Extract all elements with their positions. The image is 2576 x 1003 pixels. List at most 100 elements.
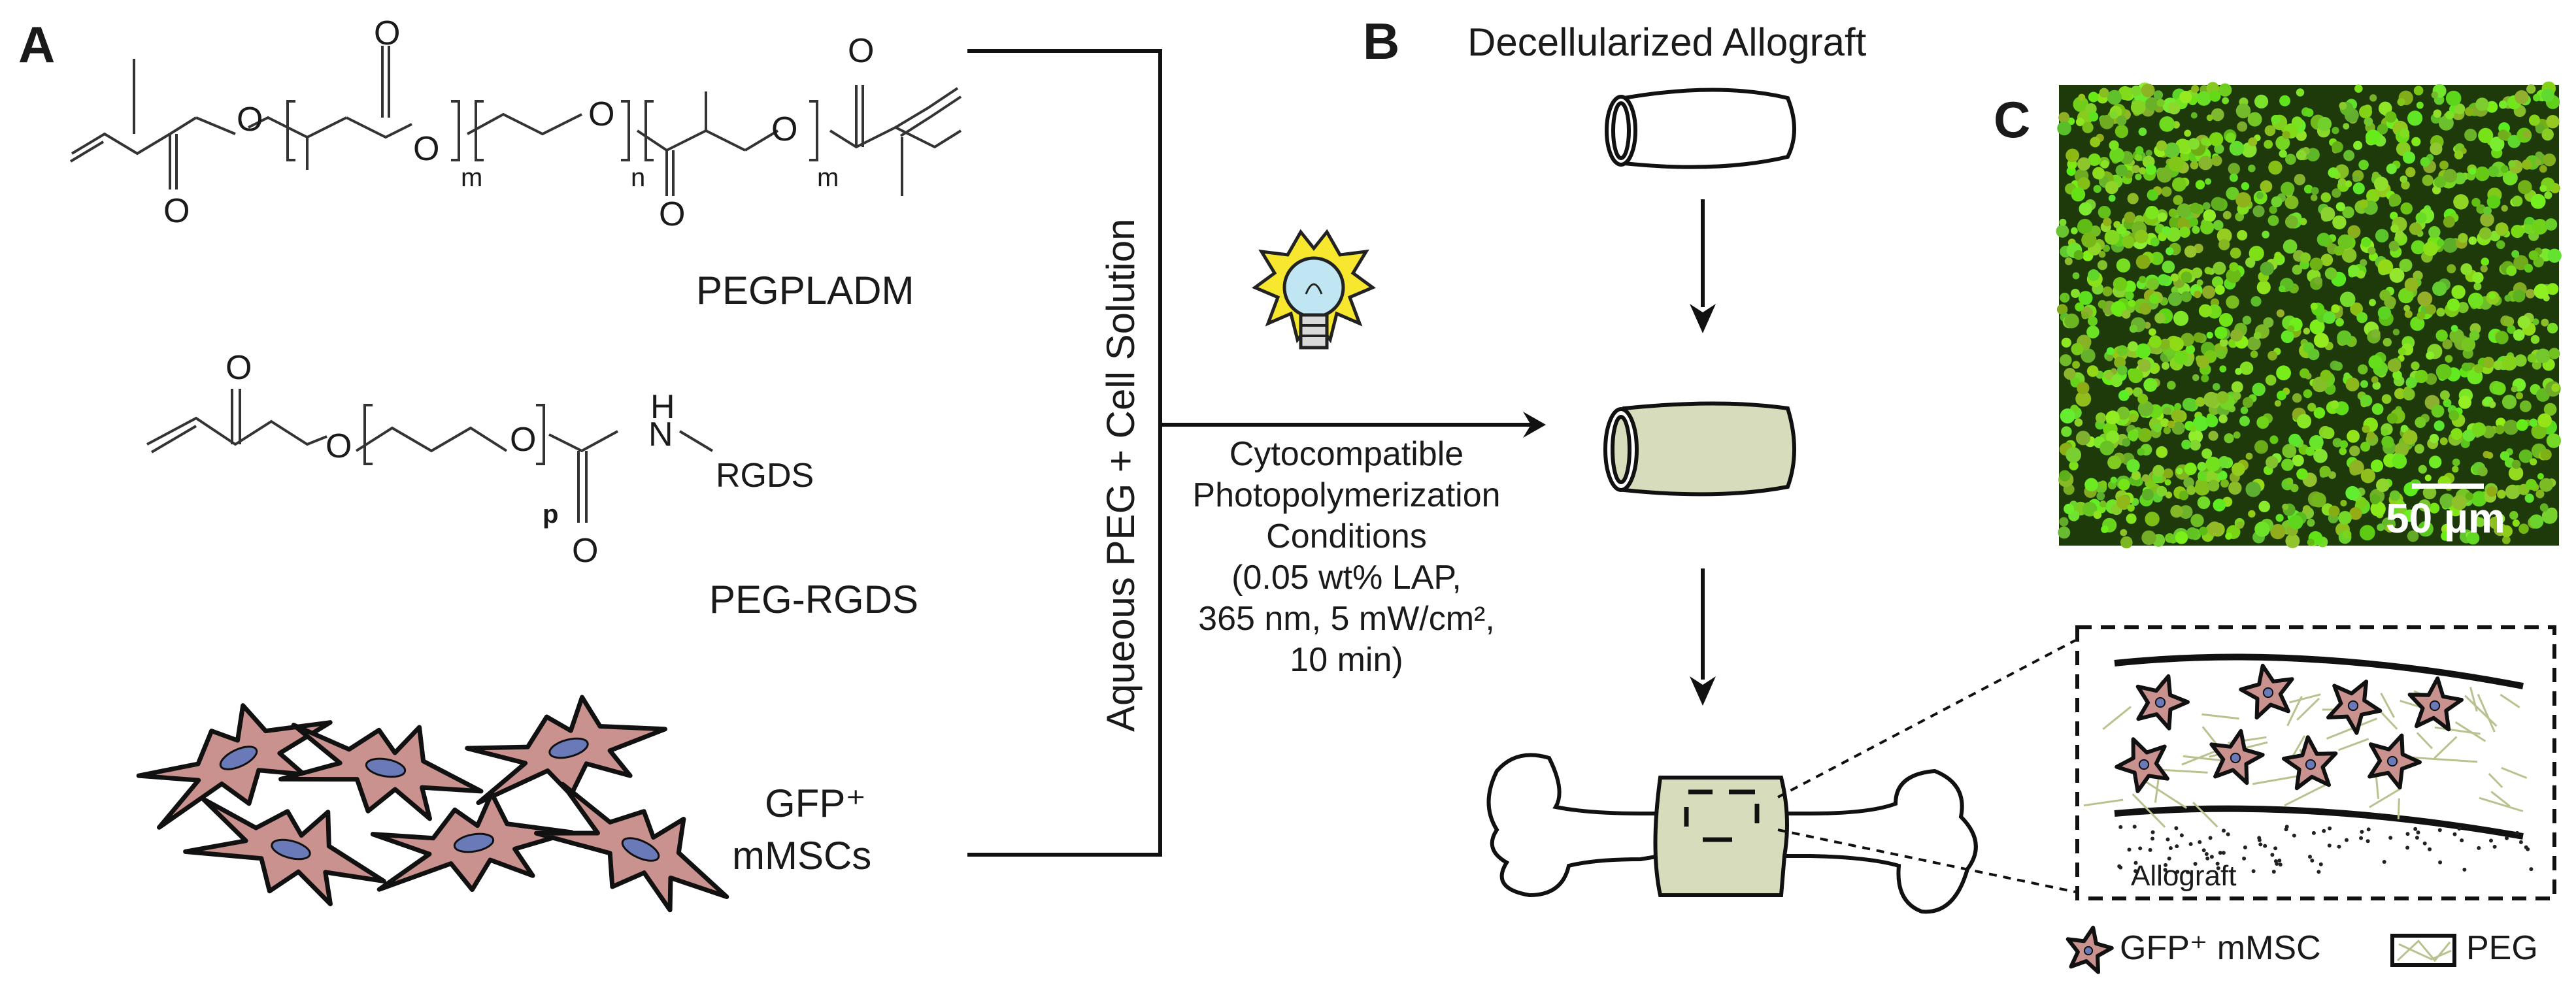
fluorescent-cell-dot <box>2541 88 2554 102</box>
fluorescent-cell-dot <box>2226 187 2239 201</box>
fluorescent-cell-dot <box>2190 440 2201 451</box>
fluorescent-cell-dot <box>2141 474 2150 482</box>
star-cell-icon <box>2066 925 2114 974</box>
condition-line-5: 365 nm, 5 mW/cm², <box>1198 600 1495 638</box>
fluorescent-cell-dot <box>2349 460 2364 475</box>
fluorescent-cell-dot <box>2489 516 2501 529</box>
fluorescent-cell-dot <box>2252 382 2266 397</box>
pegpladm-sub-m2: m <box>817 163 839 192</box>
fluorescent-cell-dot <box>2473 282 2482 291</box>
fluorescent-cell-dot <box>2362 425 2370 433</box>
fluorescent-cell-dot <box>2525 289 2535 299</box>
fluorescent-cell-dot <box>2248 137 2258 147</box>
allograft-dot <box>2360 830 2364 834</box>
fluorescent-cell-dot <box>2215 284 2225 295</box>
fluorescent-cell-dot <box>2422 174 2434 186</box>
fluorescent-cell-dot <box>2218 83 2232 97</box>
fluorescent-cell-dot <box>2213 261 2226 275</box>
fluorescent-cell-dot <box>2071 187 2086 202</box>
fluorescent-cell-dot <box>2415 369 2428 384</box>
fluorescent-cell-dot <box>2118 390 2130 401</box>
conditions-text: Cytocompatible Photopolymerization Condi… <box>1192 435 1500 679</box>
fluorescent-cell-dot <box>2254 94 2269 108</box>
mmsc-cell <box>278 723 484 821</box>
fluorescent-cell-dot <box>2377 306 2392 320</box>
fluorescent-cell-dot <box>2188 217 2199 227</box>
allograft-dot <box>2168 846 2173 850</box>
allograft-dot <box>2327 844 2332 847</box>
fluorescent-cell-dot <box>2113 277 2128 291</box>
peg-rgds-o3: O <box>510 421 536 459</box>
fluorescent-cell-dot <box>2059 218 2067 226</box>
fluorescent-cell-dot <box>2524 263 2534 273</box>
allograft-dot <box>2524 845 2528 849</box>
peg-fiber <box>2284 783 2327 807</box>
cells-label-line1: GFP⁺ <box>765 781 866 825</box>
fluorescent-cell-dot <box>2269 205 2277 214</box>
fluorescent-cell-dot <box>2388 240 2400 252</box>
peg-fiber <box>2434 736 2458 759</box>
fluorescent-cell-dot <box>2443 169 2457 183</box>
fluorescent-cell-dot <box>2300 368 2310 378</box>
peg-fiber <box>2479 797 2524 812</box>
fluorescent-cell-dot <box>2480 212 2494 227</box>
legend-star-cell-icon <box>2066 925 2114 974</box>
peg-fiber <box>2375 774 2379 799</box>
fluorescent-cell-dot <box>2395 230 2405 240</box>
fluorescent-cell-dot <box>2108 195 2116 202</box>
fluorescent-cell-dot <box>2428 226 2441 238</box>
fluorescent-cell-dot <box>2303 184 2313 194</box>
fluorescent-cell-dot <box>2360 394 2373 407</box>
fluorescent-cell-dot <box>2228 163 2240 175</box>
fluorescent-cell-dot <box>2495 222 2509 236</box>
fluorescent-cell-dot <box>2115 124 2129 139</box>
fluorescent-cell-dot <box>2500 451 2510 461</box>
fluorescent-cell-dot <box>2122 310 2131 319</box>
allograft-dot <box>2457 827 2462 831</box>
condition-line-4: (0.05 wt% LAP, <box>1231 559 1462 597</box>
fluorescent-cell-dot <box>2198 304 2213 318</box>
fluorescent-cell-dot <box>2075 391 2092 407</box>
fluorescent-cell-dot <box>2480 265 2488 272</box>
fluorescent-cell-dot <box>2320 206 2335 222</box>
fluorescent-cell-dot <box>2150 237 2160 247</box>
fluorescent-cell-dot <box>2248 164 2256 173</box>
fluorescent-cell-dot <box>2317 116 2332 131</box>
fluorescent-cell-dot <box>2486 486 2498 497</box>
fluorescent-cell-dot <box>2511 195 2523 207</box>
allograft-dot <box>2415 836 2419 840</box>
fluorescent-cell-dot <box>2453 194 2469 210</box>
fluorescent-cell-dot <box>2105 180 2118 195</box>
fluorescent-cell-dot <box>2129 413 2138 423</box>
fluorescent-cell-dot <box>2515 392 2523 400</box>
allograft-dot <box>2529 867 2534 872</box>
fluorescent-cell-dot <box>2275 135 2290 150</box>
fluorescent-cell-dot <box>2488 165 2500 177</box>
fluorescent-cell-dot <box>2201 448 2213 459</box>
fluorescent-cell-dot <box>2172 177 2186 192</box>
fluorescent-cell-dot <box>2420 157 2430 167</box>
star-cell <box>2209 729 2265 785</box>
fluorescent-cell-dot <box>2343 530 2352 539</box>
peg-filled-allograft-tube <box>1603 401 1796 497</box>
fluorescent-cell-dot <box>2058 112 2070 123</box>
fluorescent-cell-dot <box>2167 420 2175 429</box>
fluorescent-cell-dot <box>2209 132 2224 146</box>
fluorescent-cell-dot <box>2220 479 2229 488</box>
fluorescent-cell-dot <box>2256 280 2271 295</box>
fluorescent-cell-dot <box>2061 337 2071 348</box>
star-cell <box>2407 676 2464 732</box>
allograft-dot <box>2209 855 2214 859</box>
fluorescent-cell-dot <box>2120 529 2128 536</box>
scale-bar-label: 50 µm <box>2386 495 2505 542</box>
fluorescent-cell-dot <box>2462 362 2471 372</box>
fluorescence-micrograph: 50 µm <box>2056 81 2562 549</box>
fluorescent-cell-dot <box>2235 192 2252 208</box>
fluorescent-cell-dot <box>2367 246 2376 255</box>
fluorescent-cell-dot <box>2409 222 2422 235</box>
fluorescent-cell-dot <box>2313 333 2329 348</box>
fluorescent-cell-dot <box>2202 285 2216 299</box>
fluorescent-cell-dot <box>2073 96 2089 112</box>
fluorescent-cell-dot <box>2141 530 2156 546</box>
fluorescent-cell-dot <box>2457 302 2469 314</box>
